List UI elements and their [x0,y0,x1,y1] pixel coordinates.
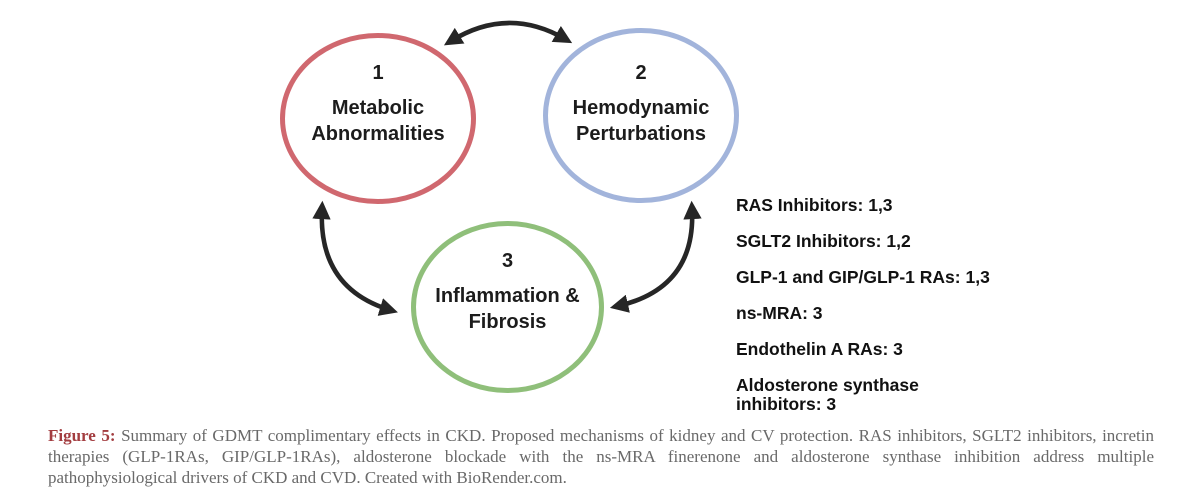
figure-caption: Figure 5: Summary of GDMT complimentary … [48,425,1154,488]
circle-label-line2: Abnormalities [311,123,445,145]
circle-label: Inflammation & Fibrosis [435,283,579,335]
connector-arrows [312,20,702,316]
circle-label-line2: Fibrosis [468,311,547,333]
legend-item-sglt2: SGLT2 Inhibitors: 1,2 [736,231,911,251]
arrow-metabolic-hemodynamic [443,20,573,46]
circle-number: 1 [372,62,384,84]
therapy-legend: RAS Inhibitors: 1,3 SGLT2 Inhibitors: 1,… [736,196,990,431]
circle-inflammation-fibrosis: 3 Inflammation & Fibrosis [411,221,604,393]
circle-number: 2 [635,62,647,84]
legend-item-ras: RAS Inhibitors: 1,3 [736,195,893,215]
legend-item-glp1: GLP-1 and GIP/GLP-1 RAs: 1,3 [736,267,990,287]
circle-label-line1: Inflammation & [435,285,580,307]
circle-number: 3 [501,250,514,272]
circle-label-line2: Perturbations [575,123,707,145]
arrow-hemodynamic-inflammation [609,200,702,313]
arrow-metabolic-inflammation [312,200,398,316]
circle-label-line1: Metabolic [331,97,425,119]
figure-caption-text: Summary of GDMT complimentary effects in… [48,426,1155,487]
legend-item-nsmra: ns-MRA: 3 [736,303,823,323]
figure-caption-label: Figure 5: [48,426,116,445]
legend-item-aldosterone: Aldosterone synthase inhibitors: 3 [736,375,919,414]
legend-item-endothelin: Endothelin A RAs: 3 [736,339,903,359]
circle-label-line1: Hemodynamic [572,97,710,119]
